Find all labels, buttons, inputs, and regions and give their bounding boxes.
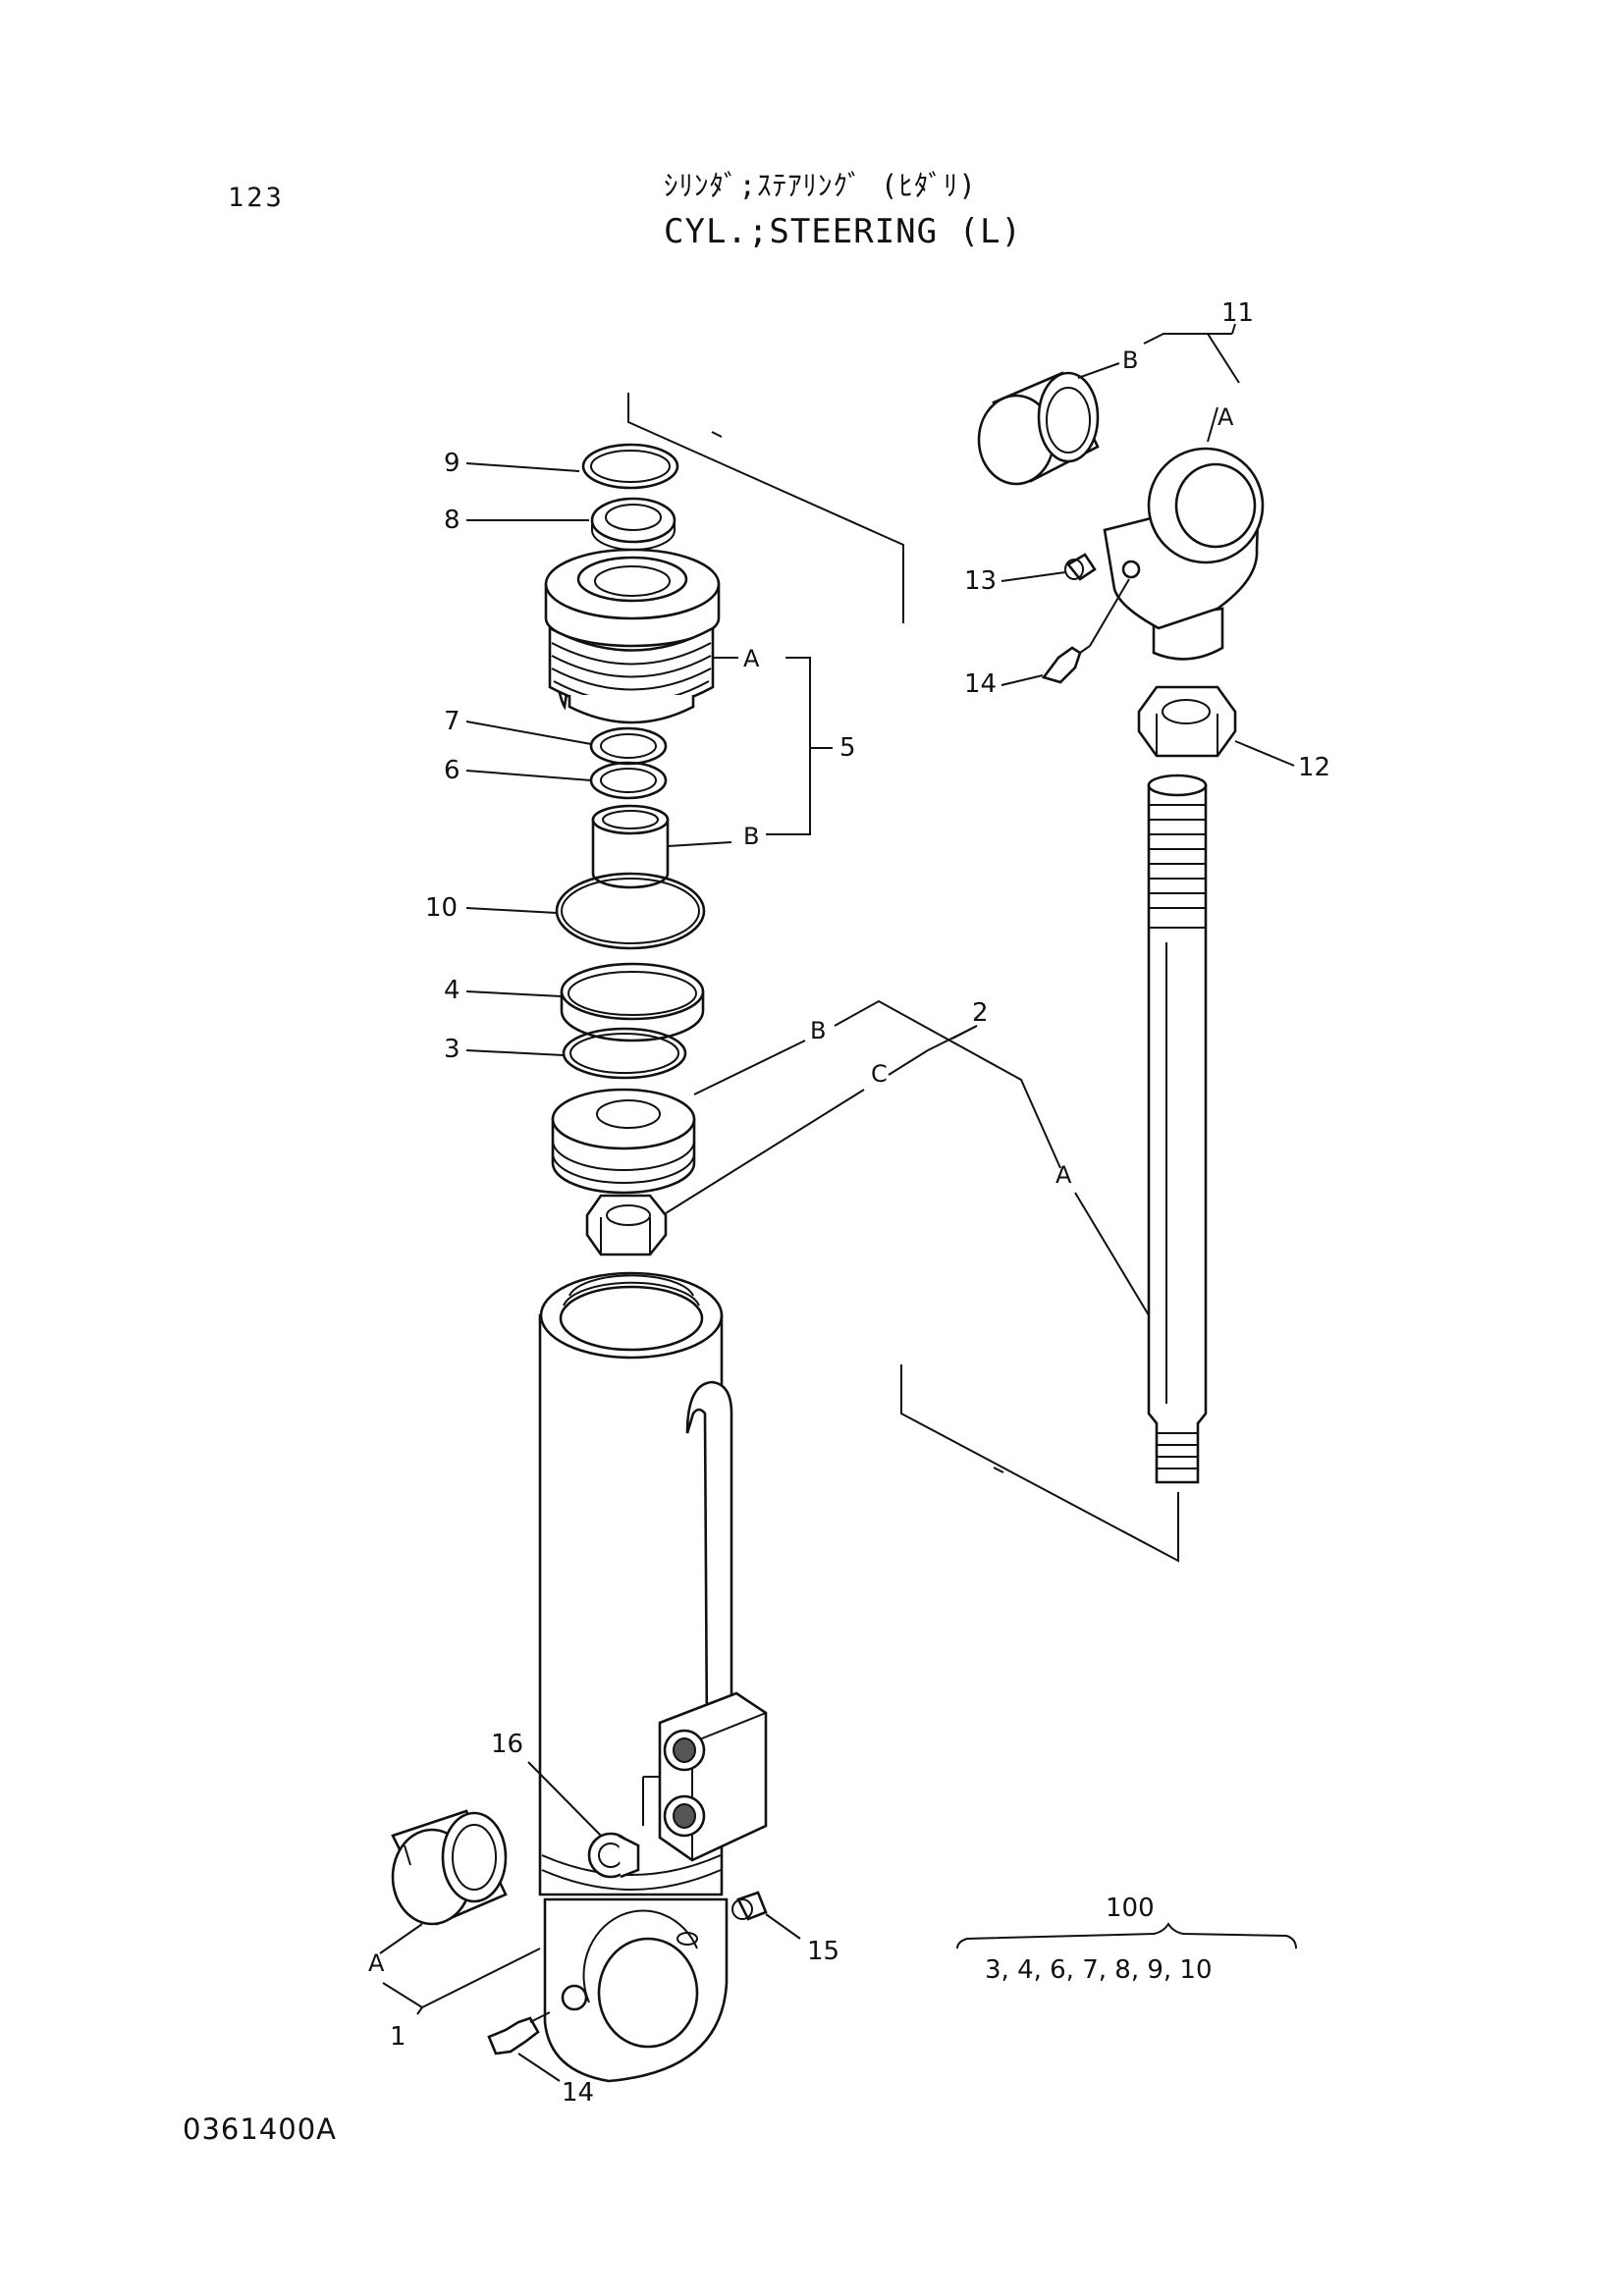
title-japanese: ｼﾘﾝﾀﾞ;ｽﾃｱﾘﾝｸﾞ (ﾋﾀﾞﾘ) bbox=[664, 169, 977, 202]
page-number: 123 bbox=[228, 183, 285, 213]
part-5a-gland bbox=[544, 548, 721, 724]
part-15-plug bbox=[731, 1891, 768, 1921]
sublabel-5-b: B bbox=[743, 823, 759, 850]
part-14-grease-fitting-top bbox=[1041, 645, 1091, 684]
sublabel-11-a: A bbox=[1217, 403, 1234, 431]
part-7-ring bbox=[589, 726, 668, 766]
drawing-code: 0361400A bbox=[183, 2112, 337, 2146]
callout-14-bottom: 14 bbox=[562, 2078, 594, 2108]
part-1a-bushing bbox=[391, 1809, 508, 1926]
part-8-seal bbox=[590, 497, 676, 551]
part-2c-nut bbox=[585, 1194, 668, 1256]
kit-number: 100 bbox=[1106, 1894, 1155, 1923]
leader-lines bbox=[379, 323, 1295, 2082]
part-10-oring bbox=[555, 872, 706, 950]
callout-10: 10 bbox=[425, 893, 458, 923]
part-16-plug bbox=[587, 1832, 640, 1879]
callout-3: 3 bbox=[444, 1035, 460, 1064]
sublabel-2-c: C bbox=[871, 1060, 888, 1088]
callout-12: 12 bbox=[1298, 753, 1330, 782]
part-14-grease-fitting-bottom bbox=[487, 1984, 588, 2056]
part-3-ring bbox=[562, 1027, 687, 1080]
part-11a-rod-eye bbox=[1103, 447, 1265, 661]
callout-9: 9 bbox=[444, 449, 460, 478]
sublabel-2-b: B bbox=[810, 1017, 826, 1044]
callout-11: 11 bbox=[1221, 298, 1254, 328]
sublabel-2-a: A bbox=[1055, 1161, 1072, 1189]
callout-14-top: 14 bbox=[964, 669, 997, 699]
assembly-bracket-lines bbox=[627, 393, 1179, 1563]
part-4-ring bbox=[560, 962, 705, 1042]
callout-1: 1 bbox=[390, 2022, 406, 2052]
callout-5: 5 bbox=[839, 733, 856, 763]
callout-13: 13 bbox=[964, 566, 997, 596]
sublabel-11-b: B bbox=[1122, 347, 1138, 374]
title-english: CYL.;STEERING (L) bbox=[664, 212, 1022, 251]
kit-items: 3, 4, 6, 7, 8, 9, 10 bbox=[985, 1955, 1213, 1985]
callout-15: 15 bbox=[807, 1937, 839, 1966]
callout-8: 8 bbox=[444, 506, 460, 535]
callout-16: 16 bbox=[491, 1730, 523, 1759]
callout-6: 6 bbox=[444, 756, 460, 785]
callout-7: 7 bbox=[444, 707, 460, 736]
part-13-plug bbox=[1064, 553, 1097, 581]
part-11b-bushing bbox=[977, 371, 1100, 486]
part-6-ring bbox=[589, 761, 668, 800]
part-9-ring bbox=[581, 443, 679, 490]
part-2a-rod bbox=[1147, 774, 1208, 1484]
sublabel-5-a: A bbox=[743, 645, 760, 672]
part-1-cylinder-tube bbox=[538, 1271, 768, 2083]
part-2b-piston bbox=[551, 1088, 696, 1195]
callout-4: 4 bbox=[444, 976, 460, 1005]
callout-2: 2 bbox=[972, 998, 989, 1028]
callout-labels: 9 8 7 6 10 4 3 5 2 11 12 13 14 16 15 1 1… bbox=[368, 298, 1330, 2108]
kit-brace bbox=[956, 1922, 1297, 1949]
sublabel-1-a: A bbox=[368, 1949, 385, 1977]
part-12-nut bbox=[1137, 685, 1237, 758]
